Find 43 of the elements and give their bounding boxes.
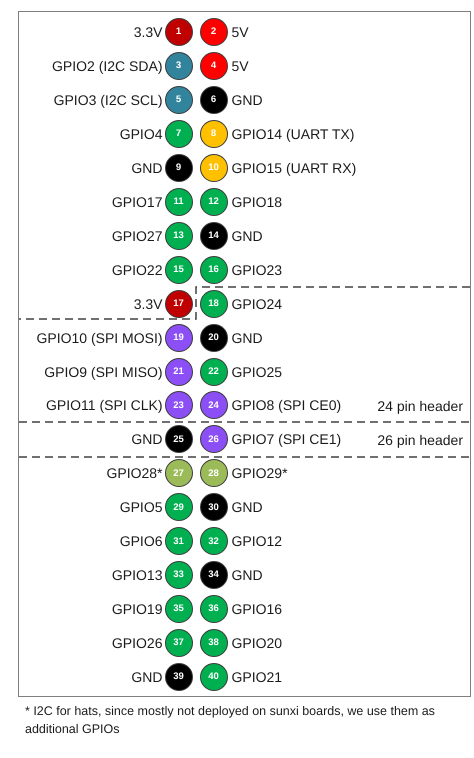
pin-label: GPIO26 [112,634,162,654]
pin-label: 3.3V [134,23,162,42]
pin-label: GPIO15 (UART RX) [232,158,356,178]
pin-label: GPIO21 [232,668,282,688]
header-label: 24 pin header [377,397,463,416]
pin-label: GPIO25 [232,362,282,382]
pin-label: 5V [232,23,249,42]
header-label: 26 pin header [377,431,463,450]
pin-label: GPIO11 (SPI CLK) [46,396,162,416]
pin-label: GPIO10 (SPI MOSI) [36,328,162,348]
pin-label: GPIO9 (SPI MISO) [44,362,162,382]
pin-label: GND [232,90,263,110]
pin-label: GPIO28* [106,464,162,484]
footnote: * I2C for hats, since mostly not deployed on sunxi boards, we use them as additional GPIOs [25,703,436,738]
pin-label: GND [131,430,162,450]
pin-label: GPIO18 [232,192,282,212]
pin-label: GPIO19 [112,600,162,620]
pin-label: GND [131,158,162,178]
pin-label: GND [232,566,263,586]
pin-label: GND [232,226,263,246]
pin-label: GPIO17 [112,192,162,212]
pin-label: GPIO7 (SPI CE1) [232,430,342,450]
pin-label: GPIO12 [232,532,282,552]
pin-label: GPIO24 [232,294,282,314]
pin-label: GPIO27 [112,226,162,246]
pin-label: GND [232,498,263,518]
pin-label: GPIO20 [232,634,282,654]
pin-label: GPIO16 [232,600,282,620]
pin-label: GPIO6 [120,532,162,552]
pin-label: GPIO14 (UART TX) [232,124,354,144]
pin-label: 5V [232,56,249,76]
pin-label: GPIO5 [120,498,162,518]
pin-label: GND [131,668,162,688]
pin-label: GPIO3 (I2C SCL) [54,90,162,110]
pin-label: GPIO23 [232,260,282,280]
pin-label: GPIO22 [112,260,162,280]
pin-label: GPIO2 (I2C SDA) [52,56,162,76]
pin-label: GPIO8 (SPI CE0) [232,396,342,416]
pin-label: GPIO13 [112,566,162,586]
pin-label: GPIO4 [120,124,162,144]
pin-label: GND [232,328,263,348]
pin-label: 3.3V [134,294,162,314]
pin-label: GPIO29* [232,464,288,484]
